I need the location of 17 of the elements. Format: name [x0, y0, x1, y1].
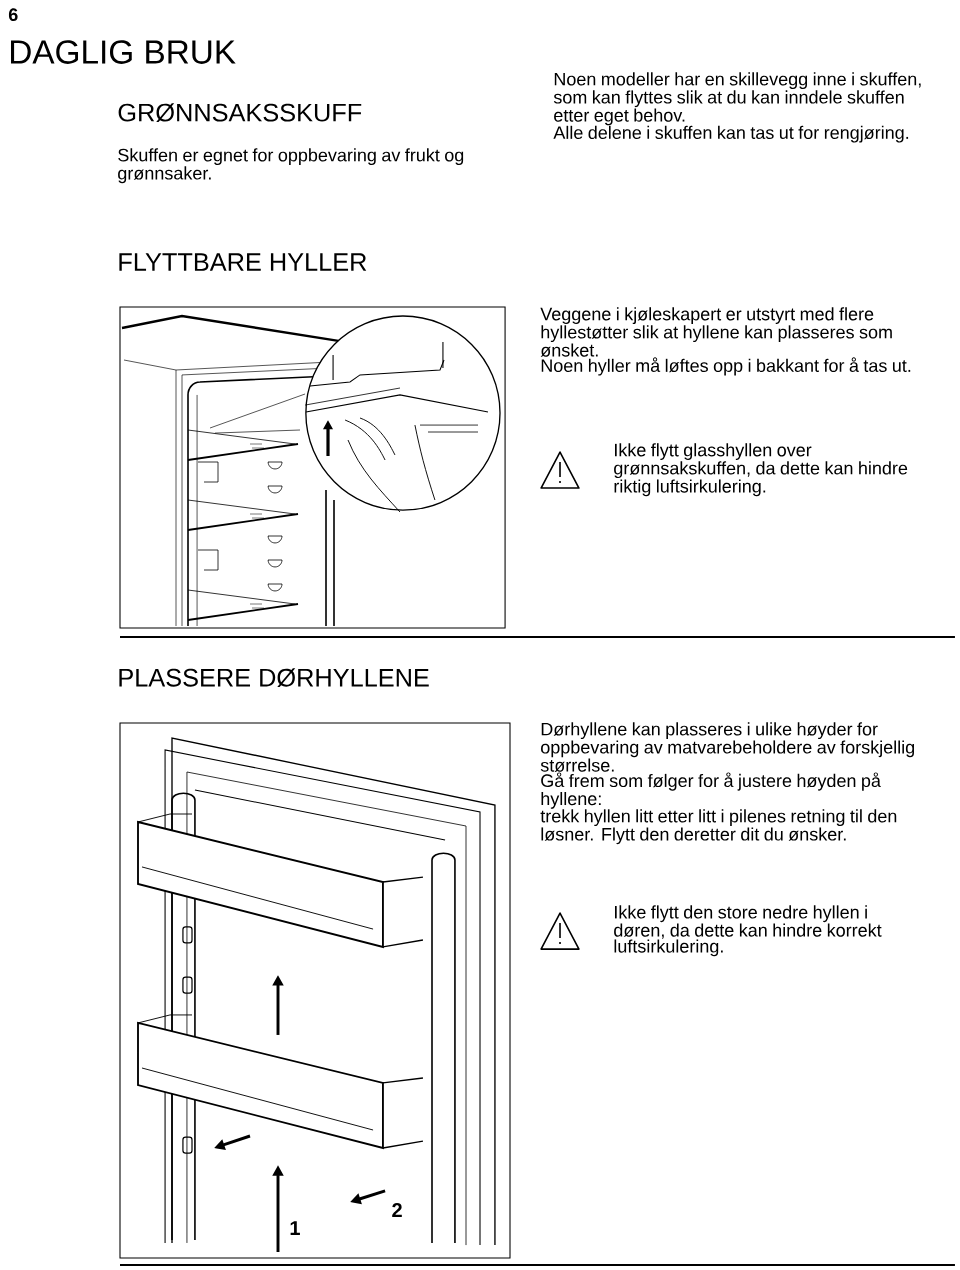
body-text: Skuffen er egnet for oppbevaring av frukt og grønnsaker.: [118, 148, 464, 184]
section-heading: GRØNNSAKSSKUFF: [118, 103, 362, 122]
warning-text: Ikke flytt glasshyllen over grønnsakskuffen, da dette kan hindre riktig luftsirkulering.: [614, 443, 908, 497]
section-heading: PLASSERE DØRHYLLENE: [119, 668, 429, 688]
callout-number: 1: [290, 1221, 300, 1235]
page-number: 6: [8, 8, 18, 21]
body-text: Dørhyllene kan plasseres i ulike høyder for oppbevaring av matvarebeholdere av forskjellig størrelse.: [540, 722, 914, 772]
body-text: Veggene i kjøleskapert er utstyrt med flere hyllestøtter slik at hyllene kan plasseres som ønsket.: [540, 307, 892, 357]
body-text: Alle delene i skuffen kan tas ut for rengjøring.: [553, 125, 909, 143]
warning-text: Ikke flytt den store nedre hyllen i døren, da dette kan hindre korrekt luftsirkulering.: [614, 905, 882, 957]
body-text: Noen modeller har en skillevegg inne i skuffen, som kan flyttes slik at du kan inndele skuffen etter eget behov.: [553, 72, 921, 126]
callout-number: 2: [392, 1203, 402, 1217]
body-text: Noen hyller må løftes opp i bakkant for å tas ut.: [541, 357, 911, 376]
section-heading: FLYTTBARE HYLLER: [119, 253, 367, 271]
body-text: trekk hyllen litt etter litt i pilenes retning til den løsner. Flytt den deretter dit du ønsker.: [540, 809, 897, 845]
page-title: DAGLIG BRUK: [11, 40, 236, 64]
body-text: Gå frem som følger for å justere høyden på hyllene:: [541, 772, 881, 809]
